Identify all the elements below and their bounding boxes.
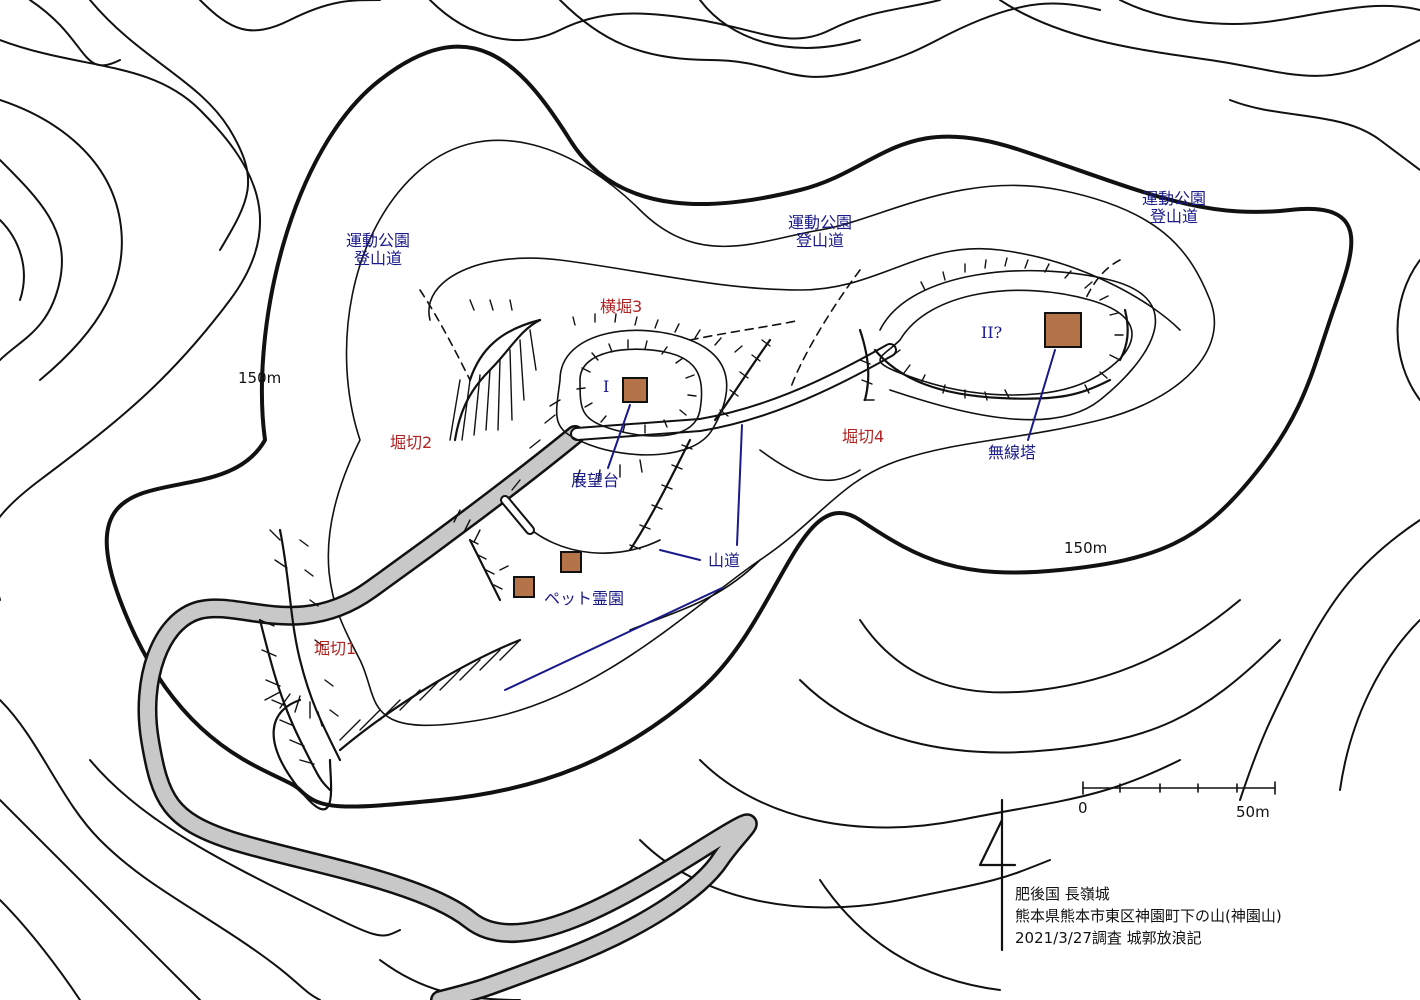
observation-deck-structure xyxy=(622,377,648,403)
kuruwa-1-label: I xyxy=(603,377,610,396)
trail-label-east: 運動公園登山道 xyxy=(1142,189,1207,227)
scale-bar-end-label: 50m xyxy=(1236,803,1270,821)
trail-label-center: 運動公園登山道 xyxy=(788,213,853,251)
scarp-hachures xyxy=(259,257,1124,765)
horikiri-2-label: 堀切2 xyxy=(390,433,433,452)
leader-lines xyxy=(504,349,1056,691)
inner-contours xyxy=(327,139,1216,727)
kuruwa-1-outline xyxy=(555,329,728,456)
scale-bar xyxy=(1082,781,1276,795)
structures xyxy=(513,312,1082,598)
trail-label-west: 運動公園登山道 xyxy=(346,231,411,269)
yokobori-3-label: 横堀3 xyxy=(600,297,643,316)
horikiri-1-label: 堀切1 xyxy=(314,639,357,658)
castle-name: 肥後国 長嶺城 xyxy=(1015,885,1110,903)
mountain-road xyxy=(137,343,897,1000)
mountain-path-label: 山道 xyxy=(708,551,741,570)
horikiri-4-label: 堀切4 xyxy=(842,427,885,446)
scarp-edges xyxy=(258,308,1129,811)
survey-credit: 2021/3/27調査 城郭放浪記 xyxy=(1015,928,1202,947)
kuruwa-2-outline xyxy=(879,269,1157,421)
map-info-block: 肥後国 長嶺城 熊本県熊本市東区神園町下の山(神園山) 2021/3/27調査 … xyxy=(1015,884,1282,949)
north-arrow-icon xyxy=(978,798,1017,952)
trails xyxy=(419,259,1121,391)
scale-bar-start-label: 0 xyxy=(1078,799,1088,817)
contour-label-150-west: 150m xyxy=(238,369,282,387)
kuruwa-2-label: II? xyxy=(981,323,1003,342)
radio-tower-label: 無線塔 xyxy=(988,443,1037,462)
pet-cemetery-label: ペット霊園 xyxy=(544,589,625,608)
observation-deck-label: 展望台 xyxy=(571,471,620,490)
castle-address: 熊本県熊本市東区神園町下の山(神園山) xyxy=(1015,906,1282,925)
pet-cemetery-structure-1 xyxy=(560,551,582,573)
contour-label-150-east: 150m xyxy=(1064,539,1108,557)
radio-tower-structure xyxy=(1044,312,1082,348)
contour-150m xyxy=(104,44,1354,809)
pet-cemetery-structure-2 xyxy=(513,576,535,598)
